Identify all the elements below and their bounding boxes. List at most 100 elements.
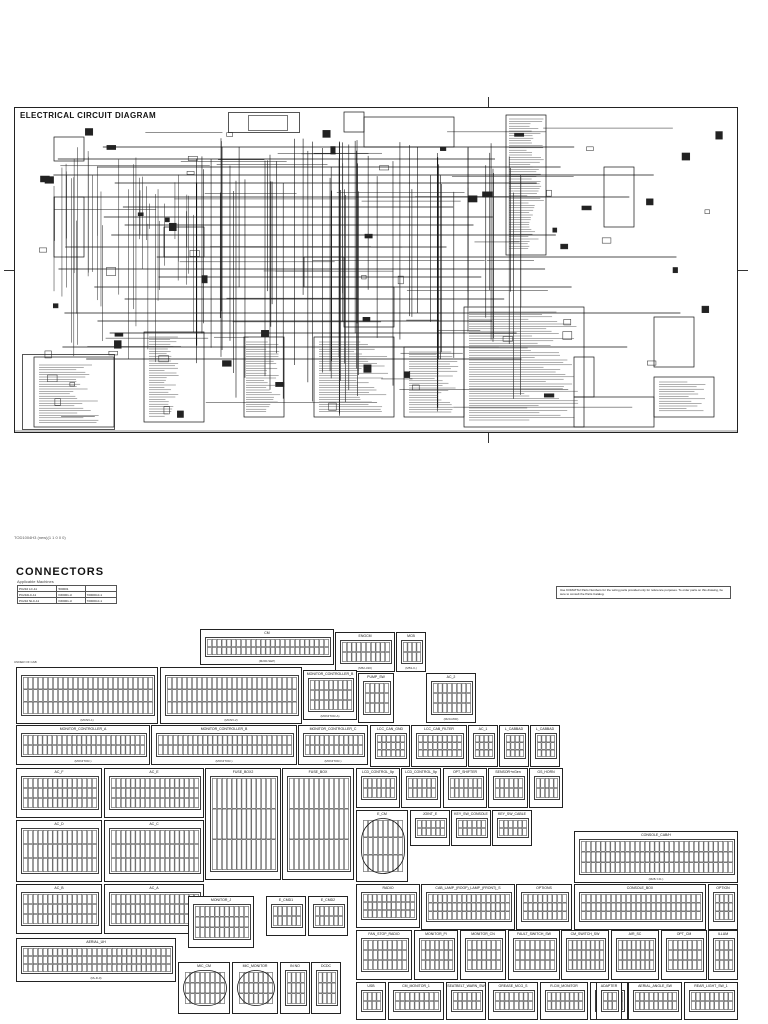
connector-group-label: UNDER OF CAB (14, 660, 37, 664)
connector-face-icon (361, 938, 409, 972)
connector-monitor-ctrl-a: MONITOR_CONTROLLER_A(MONITOR-) (16, 725, 150, 765)
diagram-footer-id: TOD1004H3 (new)(1 1 0 0 0) (14, 535, 66, 540)
connector-face-icon (504, 733, 526, 759)
connector-air-sc: AIR_SC (611, 930, 659, 980)
connector-face-icon (363, 681, 391, 715)
connector-face-icon (419, 938, 455, 972)
connector-label: FUSE_BOX2 (232, 770, 254, 774)
connector-face-icon (633, 990, 679, 1012)
connector-label: LCC_CAB_FILTER (424, 727, 454, 731)
connector-face-icon (579, 892, 703, 922)
connector-ac-2: AC_2 (M20-M00) (426, 673, 476, 723)
connector-face-icon (165, 675, 299, 716)
connector-part-number: (MCNV-2) (224, 718, 238, 722)
connector-face-icon (545, 990, 585, 1012)
connector-mcnv-a: (MCNV-1) (16, 667, 158, 724)
connector-label: GREASE_MCG_S (498, 984, 528, 988)
connector-label: R-CM_MONITOR (550, 984, 578, 988)
legend-box (22, 354, 115, 430)
connector-face-icon (689, 990, 735, 1012)
connector-face-icon (21, 892, 99, 926)
connector-face-icon (473, 733, 495, 759)
connector-label: USB (367, 984, 375, 988)
connector-label: AC_C (149, 822, 159, 826)
connector-label: CM_SWITCH_SW (570, 932, 600, 936)
connector-label: KEY_SW_CABLE (497, 812, 526, 816)
connector-aerial: AERIAL_UH(M+D-0) (16, 938, 176, 982)
connector-monitor-pi: MONITOR_PI (414, 930, 458, 980)
connector-joint-e: JOINT_E (410, 810, 450, 846)
connector-face-icon (493, 990, 535, 1012)
connector-label: AC_2 (446, 675, 456, 679)
connector-label: KEY_SW_CONSOLE (454, 812, 488, 816)
diagram-notice-box (228, 112, 300, 133)
connector-label: FAULT_SWITCH_SW (517, 932, 551, 936)
connector-label: OPT_SHIFTER (452, 770, 478, 774)
connector-label: RADIO (382, 886, 394, 890)
connector-face-icon (205, 637, 331, 657)
connector-label: AC_F (54, 770, 64, 774)
connector-ac-f: AC_F (16, 768, 102, 818)
connector-cm-monitor: CM_MONITOR_1 (388, 982, 444, 1020)
connector-face-icon (415, 818, 447, 838)
connector-lcc-can: LCC_CAN_GND (370, 725, 410, 767)
connector-label: MONITOR_CN (471, 932, 495, 936)
connector-fault: FAULT_SWITCH_SW (508, 930, 560, 980)
connector-cab-lamp: CAB_LAMP_(ROOF)_LAMP_(FRONT)_S (421, 884, 515, 930)
connector-aerial-angle: AERIAL_ANGLE_SW (628, 982, 682, 1020)
connector-label: SENSOR+nGen (495, 770, 521, 774)
connector-face-icon (109, 892, 201, 926)
connector-label: AC_E (149, 770, 159, 774)
connector-label: ILLUM (717, 932, 729, 936)
connector-face-icon (210, 776, 278, 872)
connector-monitor-j: MONITOR_J (188, 896, 254, 948)
connector-ac-e: AC_E (104, 768, 204, 818)
connector-part-number: (M53-0-) (405, 666, 417, 670)
connector-l-cabbad2: L_CABBAD (530, 725, 560, 767)
connector-label: AC_D (54, 822, 64, 826)
crop-mark (4, 270, 14, 271)
connector-face-icon (601, 990, 619, 1012)
connector-adapter: ADAPTER (596, 982, 622, 1020)
connector-lcd-ctrl: LCD_CONTROL_5p (356, 768, 400, 808)
connector-e-cmd2: E_CMD2 (308, 896, 348, 936)
diagram-title: ELECTRICAL CIRCUIT DIAGRAM (20, 111, 157, 120)
connector-label: MONITOR_CONTROLLER_C (309, 727, 357, 731)
connector-label: LCD_CONTROL_5p (405, 770, 437, 774)
connector-label: SEATBELT_WARN_SW (447, 984, 485, 988)
connector-part-number: (MONITOR-) (324, 759, 342, 763)
connector-label: MONITOR_J (210, 898, 232, 902)
connector-label: AC_B (54, 886, 64, 890)
connector-face-icon (109, 776, 201, 810)
connector-label: CM_MONITOR_1 (402, 984, 430, 988)
connector-face-icon (401, 640, 423, 664)
connector-label: IN NO (290, 964, 300, 968)
connector-part-number: (MONITOR-) (215, 759, 233, 763)
connector-cm: CM(M200-SEP) (200, 629, 334, 665)
connector-grease: GREASE_MCG_S (488, 982, 538, 1020)
connector-face-icon (616, 938, 656, 972)
connector-label: E_CM (377, 812, 387, 816)
connector-part-number: (M20-M00) (443, 717, 459, 721)
connector-key-sw-cable: KEY_SW_CABLE (492, 810, 532, 846)
connector-face-icon (21, 828, 99, 874)
connector-face-icon (303, 733, 365, 757)
connector-label: MIC_CM (197, 964, 211, 968)
connector-label: FAN_STOP_RADIO (368, 932, 400, 936)
connector-gs-horn: GS_HORN (529, 768, 563, 808)
connector-rcm: R-CM_MONITOR (540, 982, 588, 1020)
connector-face-icon (287, 776, 351, 872)
connector-label: CAB_LAMP_(ROOF)_LAMP_(FRONT)_S (435, 886, 501, 890)
connector-label: OPTIONS (536, 886, 552, 890)
diagram-sheet (14, 107, 738, 433)
connector-face-icon (340, 640, 392, 664)
connector-part-number: (M+D-0) (90, 976, 102, 980)
connector-sensor: SENSOR+nGen (488, 768, 528, 808)
connector-label: REAR_LIGHT_SW_1 (694, 984, 728, 988)
connector-mic-cm: MIC_CM (178, 962, 230, 1014)
connector-face-icon (21, 733, 147, 757)
connector-part-number: (MONITOR-A) (320, 714, 340, 718)
connector-ac-d: AC_D (16, 820, 102, 882)
crop-mark (488, 433, 489, 443)
